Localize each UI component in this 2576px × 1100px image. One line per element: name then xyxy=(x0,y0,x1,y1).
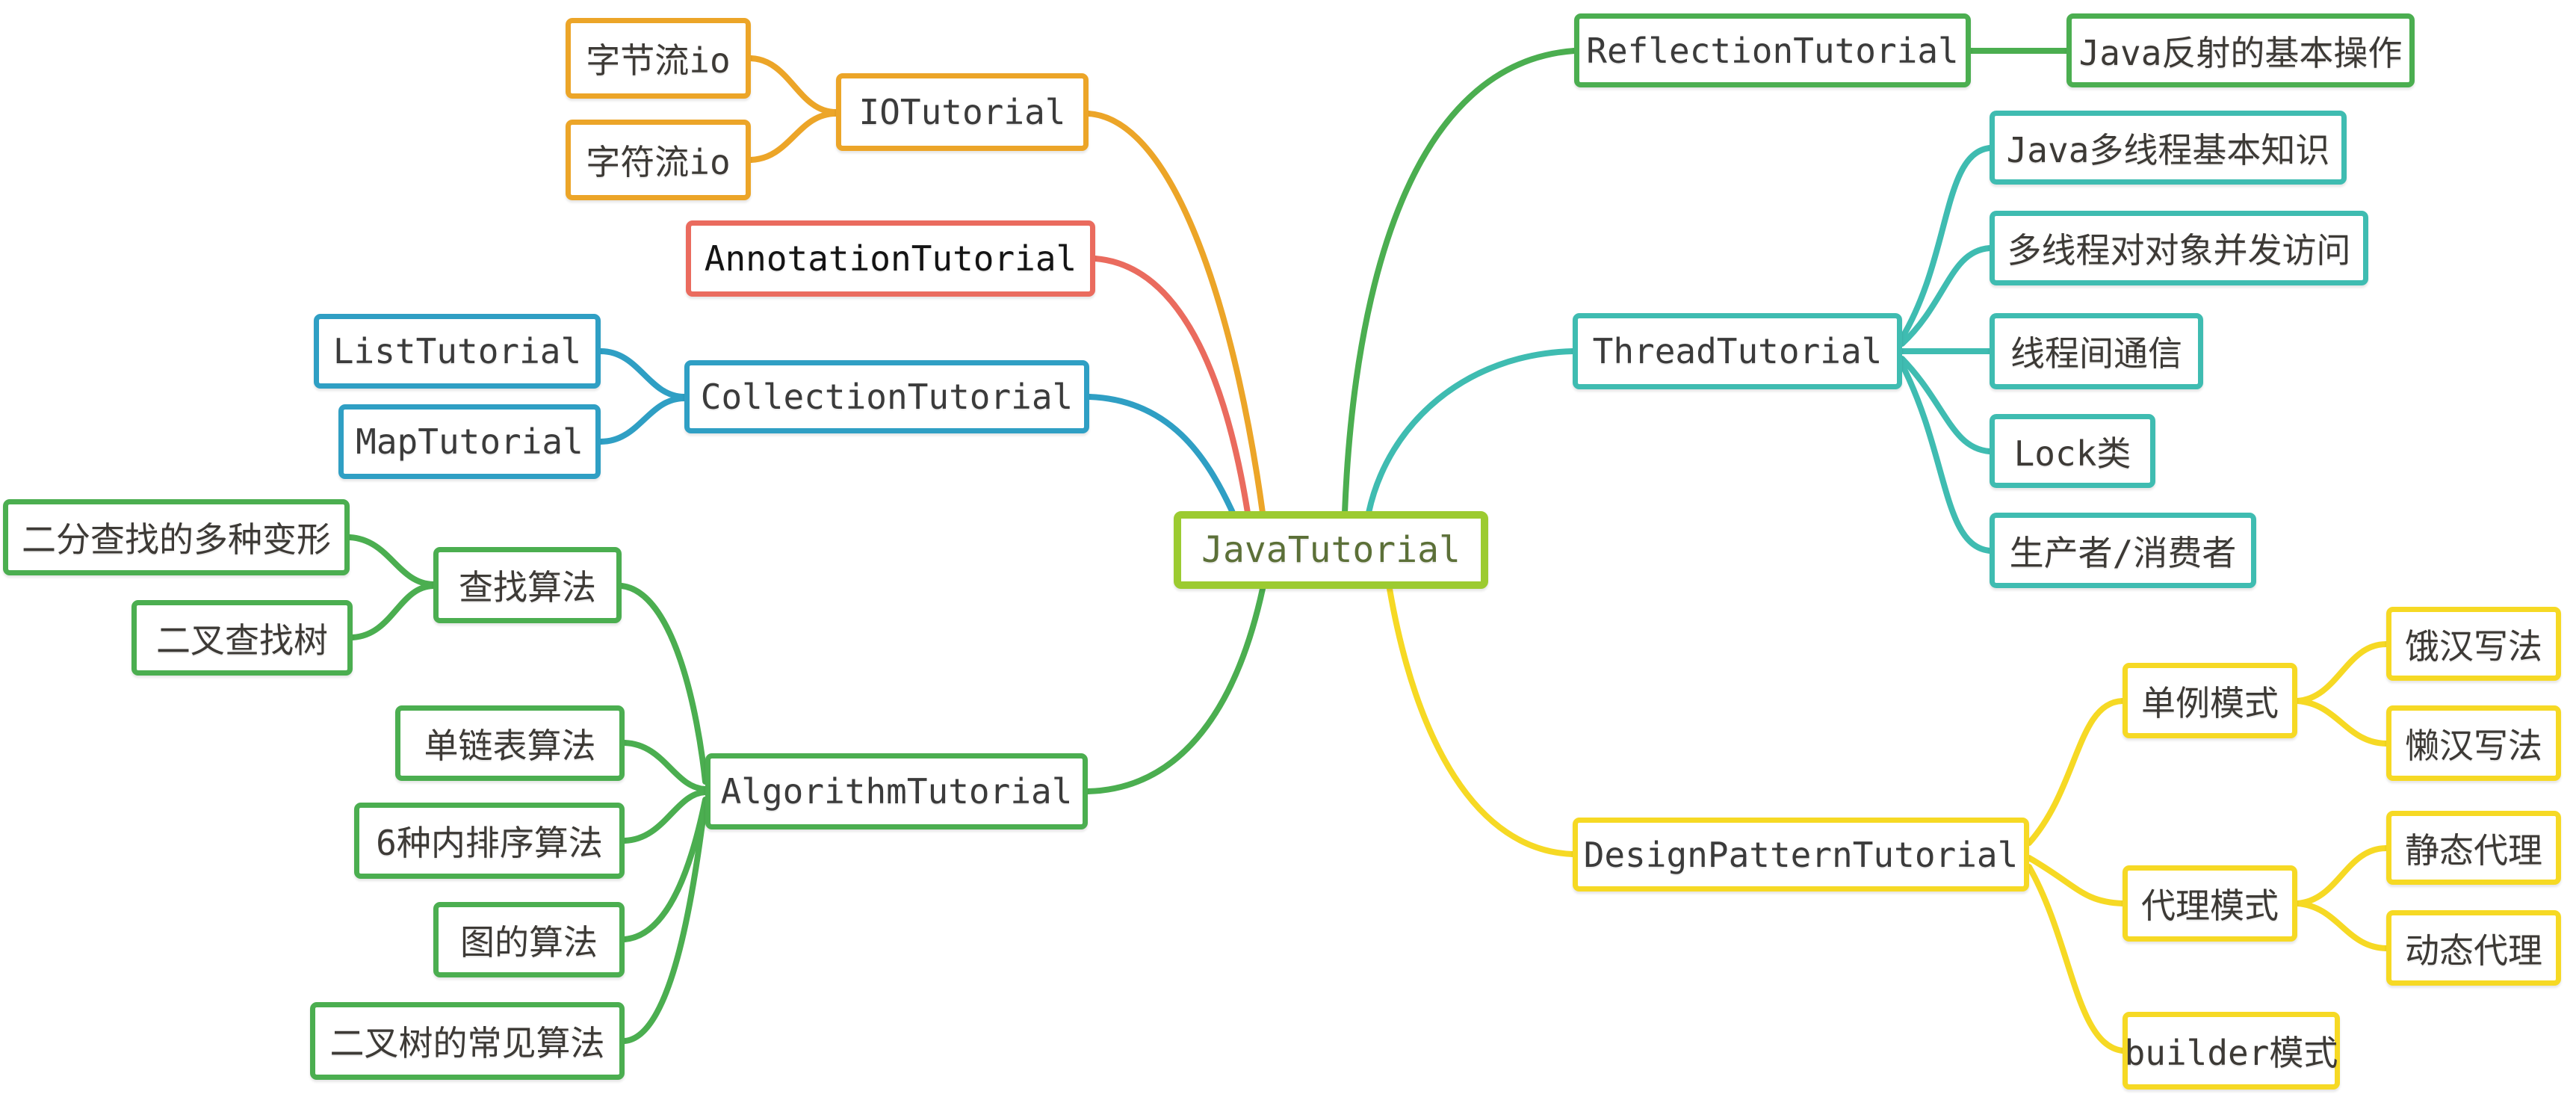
edge-sort6-algorithm xyxy=(622,789,708,844)
node-label: MapTutorial xyxy=(356,421,583,462)
edge-chario-io xyxy=(748,111,839,163)
edge-collection-root xyxy=(1086,394,1236,516)
edge-root-reflection xyxy=(1342,48,1577,516)
node-label: 二叉树的常见算法 xyxy=(329,1023,605,1063)
node-label: 查找算法 xyxy=(459,567,596,608)
edge-design-builder xyxy=(2026,864,2125,1054)
node-label: 单例模式 xyxy=(2141,682,2279,723)
node-builder-pattern[interactable]: builder模式 xyxy=(2123,1012,2340,1090)
node-label: 生产者/消费者 xyxy=(2009,532,2237,573)
node-lock-class[interactable]: Lock类 xyxy=(1990,414,2155,488)
edge-linkedlist-algorithm xyxy=(622,740,708,792)
node-label: AnnotationTutorial xyxy=(704,238,1077,279)
node-label: 图的算法 xyxy=(460,921,598,962)
node-hungry-singleton[interactable]: 饿汉写法 xyxy=(2386,607,2561,681)
edge-binvar-search xyxy=(347,534,436,587)
node-thread-tutorial[interactable]: ThreadTutorial xyxy=(1573,313,1902,389)
node-design-pattern-tutorial[interactable]: DesignPatternTutorial xyxy=(1573,818,2029,892)
node-label: builder模式 xyxy=(2124,1033,2338,1073)
node-collection-tutorial[interactable]: CollectionTutorial xyxy=(684,360,1089,433)
node-label: JavaTutorial xyxy=(1201,529,1461,571)
node-thread-communication[interactable]: 线程间通信 xyxy=(1990,313,2203,389)
edge-thread-producer xyxy=(1899,362,1993,554)
node-label: IOTutorial xyxy=(858,92,1066,132)
node-six-sort-algorithms[interactable]: 6种内排序算法 xyxy=(354,803,625,879)
node-label: 字节流io xyxy=(586,40,731,81)
node-binary-search-variants[interactable]: 二分查找的多种变形 xyxy=(3,499,350,575)
node-label: 代理模式 xyxy=(2141,886,2279,926)
node-label: DesignPatternTutorial xyxy=(1583,834,2019,875)
node-io-tutorial[interactable]: IOTutorial xyxy=(836,73,1089,151)
node-java-tutorial-root[interactable]: JavaTutorial xyxy=(1174,511,1488,589)
edge-thread-concurrent xyxy=(1899,245,1993,347)
edge-proxy-static xyxy=(2294,845,2389,906)
node-concurrent-access[interactable]: 多线程对对象并发访问 xyxy=(1990,211,2368,285)
node-label: CollectionTutorial xyxy=(700,377,1074,417)
node-map-tutorial[interactable]: MapTutorial xyxy=(338,404,601,479)
node-label: 线程间通信 xyxy=(2010,333,2182,374)
node-binary-search-tree[interactable]: 二叉查找树 xyxy=(131,600,353,676)
node-proxy-pattern[interactable]: 代理模式 xyxy=(2123,865,2297,942)
node-lazy-singleton[interactable]: 懒汉写法 xyxy=(2386,705,2561,781)
node-label: 懒汉写法 xyxy=(2405,725,2542,766)
edge-singleton-lazy xyxy=(2294,698,2389,747)
node-search-algorithm[interactable]: 查找算法 xyxy=(433,547,622,623)
edge-design-proxy xyxy=(2026,855,2125,906)
edge-singleton-hungry xyxy=(2294,641,2389,704)
edge-io-root xyxy=(1086,111,1266,516)
node-binary-tree-algorithms[interactable]: 二叉树的常见算法 xyxy=(310,1002,625,1080)
node-dynamic-proxy[interactable]: 动态代理 xyxy=(2386,910,2561,986)
node-reflection-tutorial[interactable]: ReflectionTutorial xyxy=(1574,13,1971,87)
node-label: ListTutorial xyxy=(332,331,582,371)
node-thread-basics[interactable]: Java多线程基本知识 xyxy=(1990,111,2347,185)
edge-bintree-search xyxy=(350,583,436,640)
node-label: Lock类 xyxy=(2013,433,2131,474)
edge-search-algorithm xyxy=(619,583,708,785)
node-static-proxy[interactable]: 静态代理 xyxy=(2386,811,2561,885)
node-label: 静态代理 xyxy=(2405,829,2542,871)
node-graph-algorithm[interactable]: 图的算法 xyxy=(433,902,625,977)
node-list-tutorial[interactable]: ListTutorial xyxy=(314,314,601,389)
node-singleton-pattern[interactable]: 单例模式 xyxy=(2123,663,2297,738)
node-label: AlgorithmTutorial xyxy=(720,771,1073,812)
edge-thread-basic xyxy=(1899,145,1993,341)
node-label: 多线程对对象并发访问 xyxy=(2007,230,2351,271)
edge-thread-lock xyxy=(1899,356,1993,454)
edge-list-collection xyxy=(598,348,687,400)
node-label: ThreadTutorial xyxy=(1592,331,1883,371)
edge-btree-algorithm xyxy=(622,799,708,1044)
edge-algorithm-root xyxy=(1085,586,1266,794)
node-producer-consumer[interactable]: 生产者/消费者 xyxy=(1990,513,2256,588)
node-label: 动态代理 xyxy=(2405,930,2542,971)
edge-byteio-io xyxy=(748,55,839,115)
node-label: 单链表算法 xyxy=(424,725,596,766)
node-label: Java多线程基本知识 xyxy=(2006,129,2330,170)
edge-proxy-dynamic xyxy=(2294,900,2389,951)
node-label: 6种内排序算法 xyxy=(376,823,603,863)
node-label: 二叉查找树 xyxy=(156,619,328,661)
node-algorithm-tutorial[interactable]: AlgorithmTutorial xyxy=(705,753,1088,829)
node-label: 字符流io xyxy=(586,142,731,182)
edge-root-design xyxy=(1387,586,1576,857)
edge-map-collection xyxy=(598,395,687,445)
edge-annotation-root xyxy=(1092,256,1251,516)
node-char-io[interactable]: 字符流io xyxy=(566,120,751,200)
edge-design-singleton xyxy=(2026,698,2125,846)
node-label: 二分查找的多种变形 xyxy=(22,519,331,560)
node-byte-io[interactable]: 字节流io xyxy=(566,18,751,99)
node-label: 饿汉写法 xyxy=(2405,625,2542,667)
node-linked-list-algorithm[interactable]: 单链表算法 xyxy=(395,705,625,781)
edge-root-thread xyxy=(1366,348,1576,516)
node-annotation-tutorial[interactable]: AnnotationTutorial xyxy=(686,220,1095,297)
node-label: Java反射的基本操作 xyxy=(2078,32,2403,73)
node-label: ReflectionTutorial xyxy=(1586,30,1959,71)
node-reflection-basics[interactable]: Java反射的基本操作 xyxy=(2066,13,2415,87)
